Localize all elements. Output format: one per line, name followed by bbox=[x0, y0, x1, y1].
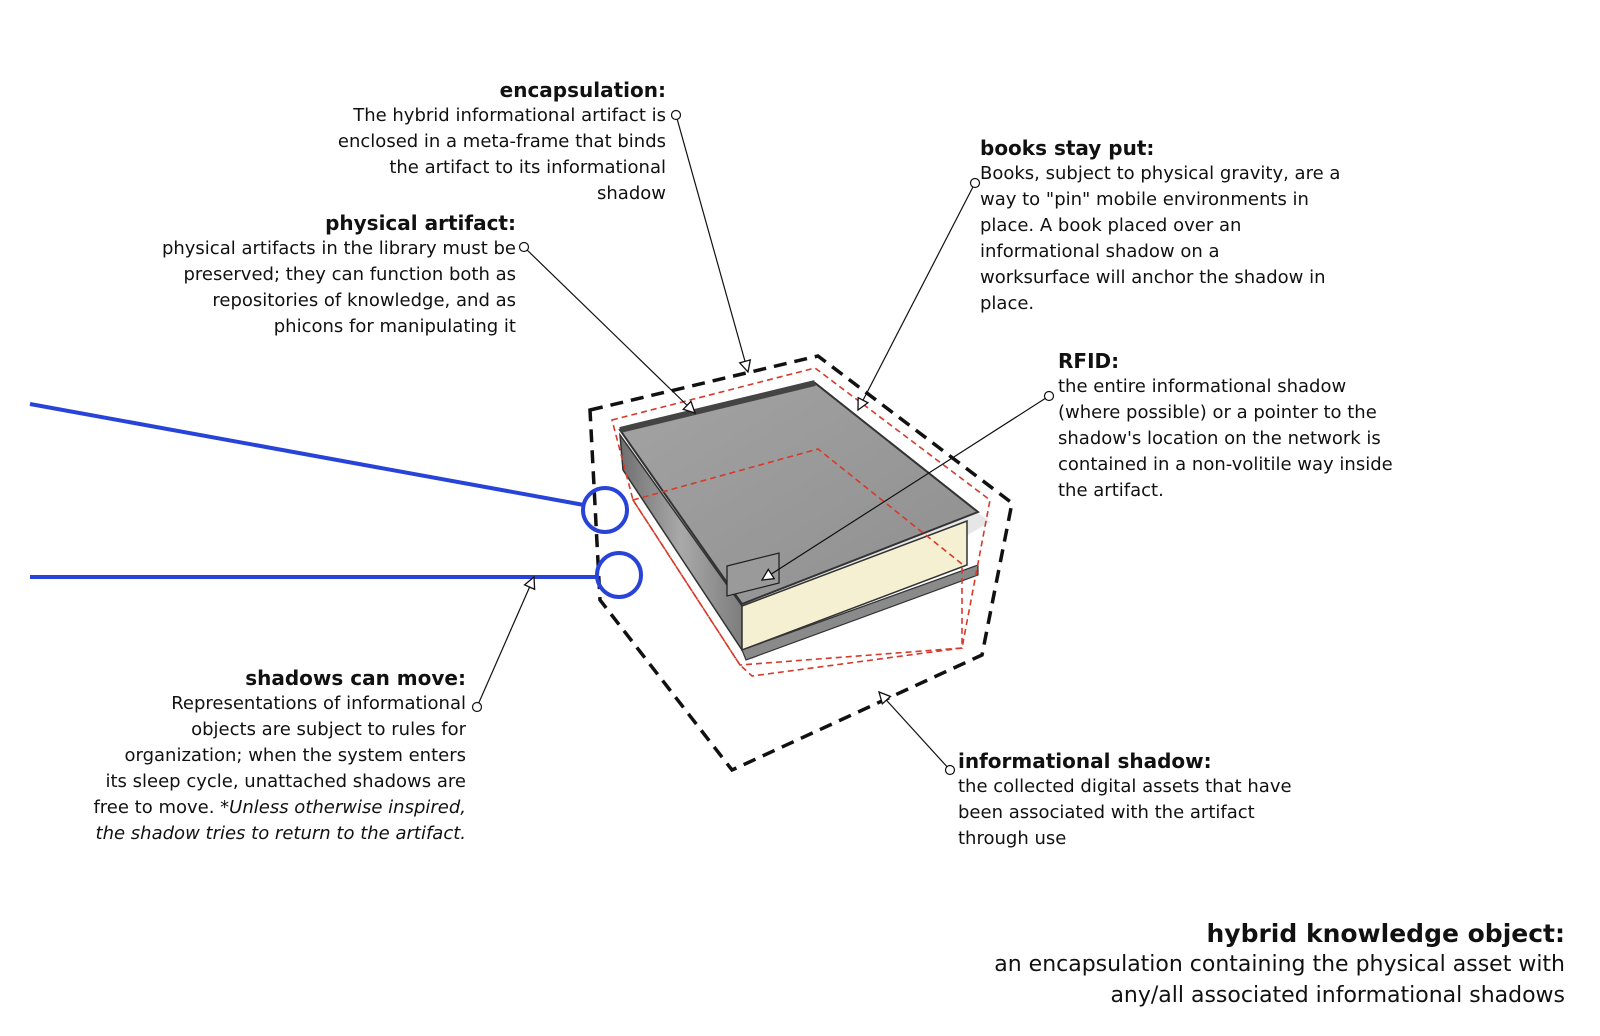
annotation-rfid: RFID: the entire informational shadow (w… bbox=[1058, 348, 1408, 504]
annotation-line: its sleep cycle, unattached shadows are bbox=[105, 771, 466, 792]
annotation-encapsulation: encapsulation: The hybrid informational … bbox=[290, 77, 666, 207]
book-pages-icon bbox=[741, 519, 968, 652]
leader-rfid bbox=[762, 395, 1050, 580]
leader-books-stay-put-dot-icon bbox=[969, 177, 981, 189]
leader-physical-artifact bbox=[523, 246, 695, 413]
annotation-title: shadows can move: bbox=[245, 666, 466, 690]
leader-informational-shadow-dot-icon bbox=[944, 764, 956, 776]
leader-encapsulation bbox=[675, 114, 748, 372]
annotation-title: informational shadow: bbox=[958, 749, 1212, 773]
annotation-line: informational shadow on a bbox=[980, 241, 1220, 262]
annotation-hybrid-knowledge-object: hybrid knowledge object: an encapsulatio… bbox=[900, 918, 1565, 1011]
annotation-title: hybrid knowledge object: bbox=[1206, 919, 1565, 948]
annotation-line: Books, subject to physical gravity, are … bbox=[980, 163, 1341, 184]
leader-shadows-can-move bbox=[476, 577, 534, 708]
annotation-line: way to "pin" mobile environments in bbox=[980, 189, 1309, 210]
annotation-line-plain: free to move. bbox=[93, 797, 221, 818]
leader-physical-artifact-dot-icon bbox=[518, 241, 530, 253]
annotation-italic-line: the shadow tries to return to the artifa… bbox=[95, 823, 466, 844]
annotation-line: contained in a non-volitile way inside bbox=[1058, 454, 1393, 475]
annotation-line: place. bbox=[980, 293, 1035, 314]
annotation-line: organization; when the system enters bbox=[124, 745, 467, 766]
annotation-line: through use bbox=[958, 828, 1067, 849]
encapsulation-frame bbox=[588, 354, 1014, 773]
annotation-line: an encapsulation containing the physical… bbox=[994, 952, 1565, 977]
leader-informational-shadow bbox=[879, 692, 951, 771]
annotation-informational-shadow: informational shadow: the collected digi… bbox=[958, 748, 1298, 852]
annotation-line: objects are subject to rules for bbox=[191, 719, 466, 740]
annotation-line: enclosed in a meta-frame that binds bbox=[337, 131, 666, 152]
annotation-line: worksurface will anchor the shadow in bbox=[980, 267, 1326, 288]
shadow-link-line-upper bbox=[29, 402, 585, 507]
annotation-line: shadow bbox=[597, 183, 666, 204]
informational-shadow-inner-boundary bbox=[631, 448, 963, 677]
annotation-line: phicons for manipulating it bbox=[273, 316, 516, 337]
annotation-title: physical artifact: bbox=[325, 211, 516, 235]
annotation-line: shadow's location on the network is bbox=[1058, 428, 1381, 449]
annotation-line-italic: *Unless otherwise inspired, bbox=[220, 797, 466, 818]
shadow-link-node-upper bbox=[581, 486, 629, 534]
annotation-line: repositories of knowledge, and as bbox=[212, 290, 516, 311]
leader-lines bbox=[471, 109, 1055, 776]
annotation-line: (where possible) or a pointer to the bbox=[1058, 402, 1377, 423]
annotation-physical-artifact: physical artifact: physical artifacts in… bbox=[150, 210, 516, 340]
annotation-line: any/all associated informational shadows bbox=[1110, 983, 1565, 1008]
annotation-line: the entire informational shadow bbox=[1058, 376, 1347, 397]
annotation-line: the artifact to its informational bbox=[389, 157, 666, 178]
annotation-shadows-can-move: shadows can move: Representations of inf… bbox=[90, 665, 466, 847]
annotation-line: free to move. *Unless otherwise inspired… bbox=[90, 795, 466, 821]
annotation-title: books stay put: bbox=[980, 136, 1155, 160]
shadow-link-node-lower bbox=[595, 551, 643, 599]
annotation-books-stay-put: books stay put: Books, subject to physic… bbox=[980, 135, 1350, 317]
annotation-line: the artifact. bbox=[1058, 480, 1164, 501]
annotation-line: Representations of informational bbox=[171, 693, 466, 714]
rfid-tag-icon bbox=[726, 552, 780, 597]
annotation-line: The hybrid informational artifact is bbox=[353, 105, 666, 126]
annotation-title: encapsulation: bbox=[499, 78, 666, 102]
leader-encapsulation-dot-icon bbox=[670, 109, 682, 121]
annotation-line: place. A book placed over an bbox=[980, 215, 1242, 236]
book-artifact bbox=[618, 380, 990, 661]
leader-books-stay-put bbox=[858, 182, 976, 410]
annotation-line: the collected digital assets that have bbox=[958, 776, 1292, 797]
annotation-line: preserved; they can function both as bbox=[183, 264, 516, 285]
book-back-cover-edge-icon bbox=[741, 564, 979, 661]
leader-rfid-dot-icon bbox=[1043, 390, 1055, 402]
annotation-line: been associated with the artifact bbox=[958, 802, 1255, 823]
annotation-title: RFID: bbox=[1058, 349, 1120, 373]
annotation-line: physical artifacts in the library must b… bbox=[161, 238, 516, 259]
leader-shadows-can-move-dot-icon bbox=[471, 701, 483, 713]
